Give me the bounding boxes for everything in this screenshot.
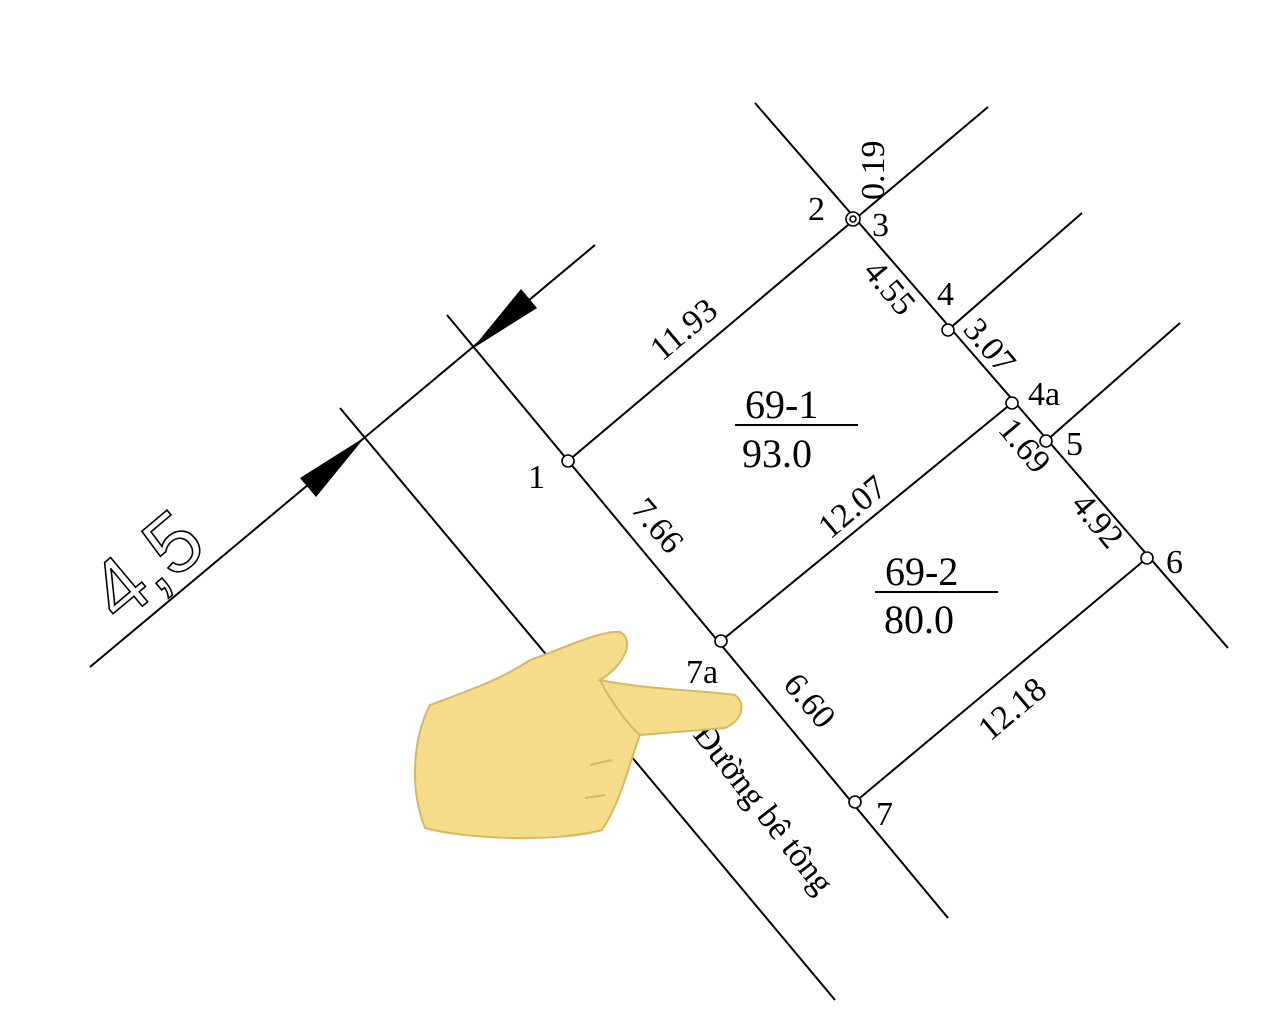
- point-label: 5: [1066, 426, 1083, 463]
- point-7-marker: [848, 795, 862, 809]
- edge-length: 0.19: [855, 141, 892, 201]
- point-6-marker: [1140, 551, 1154, 565]
- edge-5-extension-line: [1045, 322, 1181, 442]
- dimension-arrow-icon: [472, 289, 537, 349]
- point-label: 7a: [686, 654, 718, 691]
- edge-6-7-line: [854, 557, 1148, 803]
- edge-4-extension-line: [947, 212, 1083, 331]
- road-width-label: 4,5: [71, 492, 221, 639]
- edge-length: 1.69: [991, 411, 1058, 480]
- point-label: 4: [937, 276, 954, 313]
- plot-69-1-area: 93.0: [742, 431, 812, 476]
- edge-4a-7a-line: [720, 402, 1013, 642]
- road-edge-line: [446, 314, 949, 919]
- pointing-hand-icon: [414, 630, 743, 840]
- point-label: 6: [1166, 544, 1183, 581]
- point-4-marker: [941, 323, 955, 337]
- point-5-marker: [1039, 434, 1053, 448]
- edge-length: 11.93: [643, 291, 724, 368]
- point-label: 7: [876, 796, 893, 833]
- road-label: Đường bê tông: [686, 717, 841, 901]
- edge-length: 4.55: [856, 253, 923, 322]
- edge-length: 3.07: [956, 311, 1023, 380]
- plot-69-1-id: 69-1: [745, 382, 818, 427]
- point-4a-marker: [1005, 396, 1019, 410]
- edge-length: 7.66: [624, 491, 691, 560]
- edge-length: 6.60: [776, 666, 843, 735]
- edge-length: 12.18: [971, 671, 1053, 749]
- point-label: 2: [808, 191, 825, 228]
- edge-1-2-line: [567, 106, 989, 462]
- point-1-marker: [561, 454, 575, 468]
- edge-length: 4.92: [1064, 486, 1131, 555]
- point-label: 1: [528, 459, 545, 496]
- point-label: 4a: [1028, 376, 1060, 413]
- survey-points: [561, 211, 1154, 809]
- point-7a-marker: [714, 634, 728, 648]
- point-2-3-marker: [849, 215, 857, 223]
- plot-69-2-area: 80.0: [884, 597, 954, 642]
- dimension-arrow-icon: [300, 437, 365, 497]
- plot-69-2-id: 69-2: [885, 549, 958, 594]
- point-label: 3: [872, 207, 889, 244]
